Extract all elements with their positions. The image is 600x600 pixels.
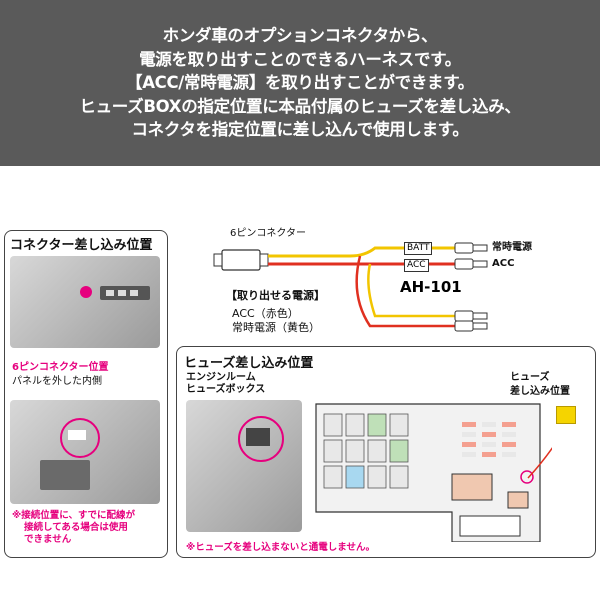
fuse-panel-title: ヒューズ差し込み位置 bbox=[184, 356, 314, 371]
connector-note-3: できません bbox=[24, 534, 72, 545]
dashboard-photo bbox=[10, 256, 160, 348]
engine-room-photo bbox=[186, 400, 302, 532]
connector-note-1: ※接続位置に、すでに配線が bbox=[12, 510, 136, 521]
model-number: AH-101 bbox=[400, 278, 462, 296]
connector-panel-title: コネクター差し込み位置 bbox=[10, 238, 153, 253]
fuse-note: ※ヒューズを差し込まないと通電しません。 bbox=[186, 542, 375, 553]
batt-tag: BATT bbox=[404, 242, 433, 255]
banner-line-1: ホンダ車のオプションコネクタから、 bbox=[162, 26, 438, 46]
connector-caption-title: 6ピンコネクター位置 bbox=[12, 362, 109, 373]
legend-acc: ACC（赤色） bbox=[232, 307, 299, 320]
engine-label-1: エンジンルーム bbox=[186, 372, 256, 383]
header-banner: ホンダ車のオプションコネクタから、 電源を取り出すことのできるハーネスです。 【… bbox=[0, 0, 600, 166]
banner-line-2: 電源を取り出すことのできるハーネスです。 bbox=[139, 49, 461, 69]
batt-wire bbox=[268, 246, 455, 258]
fuse-label-1: ヒューズ bbox=[510, 372, 550, 383]
panel-inside-photo bbox=[10, 400, 160, 504]
connector-caption-sub: パネルを外した内側 bbox=[12, 376, 102, 387]
engine-label-2: ヒューズボックス bbox=[186, 384, 266, 395]
fuse-icon bbox=[556, 406, 576, 424]
legend-title: 【取り出せる電源】 bbox=[226, 289, 325, 302]
fuse-label-2: 差し込み位置 bbox=[510, 386, 570, 397]
connector-label: 6ピンコネクター bbox=[230, 228, 306, 239]
harness-diagram bbox=[213, 242, 488, 332]
six-pin-connector bbox=[221, 249, 261, 271]
legend-batt: 常時電源（黄色） bbox=[232, 321, 320, 334]
output-batt-label: 常時電源 bbox=[492, 242, 532, 253]
connector-note-2: 接続してある場合は使用 bbox=[24, 522, 128, 533]
fuse-box-diagram bbox=[315, 403, 552, 542]
banner-line-3: 【ACC/常時電源】を取り出すことができます。 bbox=[126, 73, 474, 93]
banner-line-4: ヒューズBOXの指定位置に本品付属のヒューズを差し込み、 bbox=[79, 96, 521, 116]
acc-tag: ACC bbox=[404, 259, 429, 272]
banner-line-5: コネクタを指定位置に差し込んで使用します。 bbox=[131, 120, 469, 140]
output-acc-label: ACC bbox=[492, 258, 515, 269]
